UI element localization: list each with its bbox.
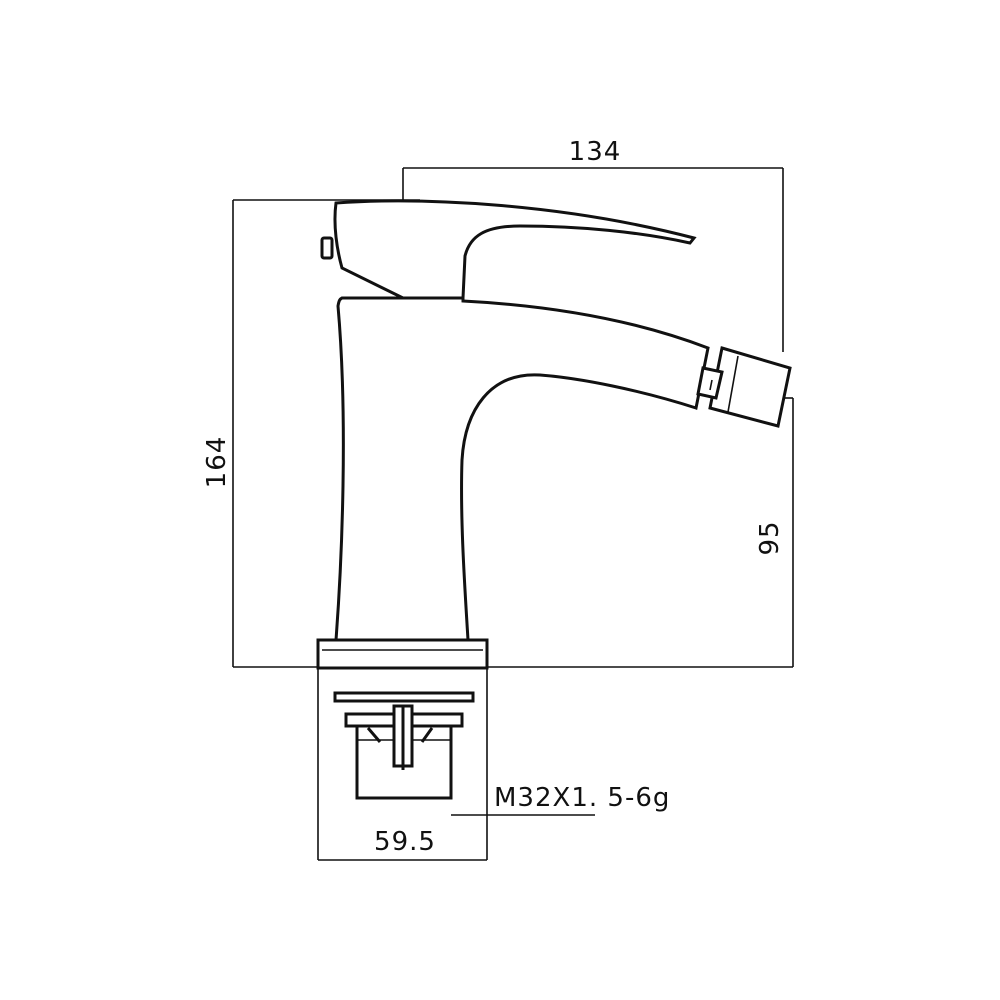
dimension-spout-height: 95 <box>755 397 794 667</box>
thread-spec-label: M32X1. 5-6g <box>494 783 670 813</box>
thread-callout: M32X1. 5-6g <box>451 783 670 816</box>
spout-nozzle <box>696 346 792 428</box>
dimension-base-width-label: 59.5 <box>374 827 436 857</box>
lever-handle <box>320 199 697 300</box>
base-plate <box>316 638 489 670</box>
mounting-assembly <box>333 691 475 800</box>
dimension-width-label: 134 <box>569 137 622 167</box>
dimension-spout-height-label: 95 <box>755 520 785 555</box>
dimension-height-label: 164 <box>202 436 232 489</box>
faucet-body <box>334 296 710 642</box>
dimension-base-width: 59.5 <box>317 668 488 861</box>
dimension-width: 134 <box>402 137 784 352</box>
dimension-height: 164 <box>202 199 793 668</box>
